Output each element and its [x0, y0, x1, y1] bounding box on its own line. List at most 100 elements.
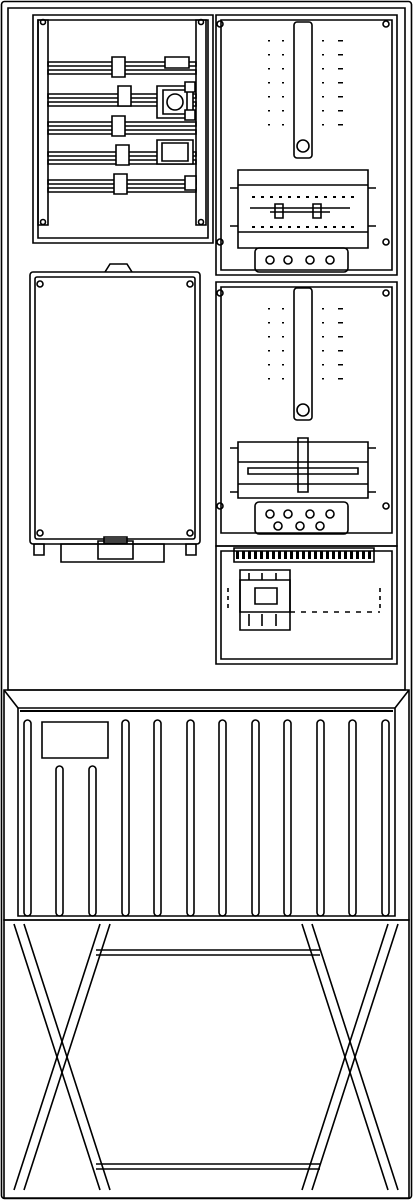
scale-tick	[282, 350, 284, 352]
scale-tick	[268, 350, 270, 352]
scale-tick	[282, 68, 284, 70]
device-label-dot	[324, 226, 327, 228]
scale-tick	[322, 124, 324, 126]
scale-tick	[322, 68, 324, 70]
device-label-dot	[351, 196, 354, 198]
fin-ventilation-panel	[4, 690, 409, 920]
terminal-tooth	[284, 551, 287, 559]
meter-device-2	[230, 438, 376, 498]
device-label-dot	[333, 226, 336, 228]
meter-panel-1	[216, 15, 397, 275]
lower-right-module	[216, 546, 397, 664]
scale-tick	[322, 110, 324, 112]
scale-tick	[338, 82, 343, 84]
left-enclosure	[30, 264, 200, 562]
terminal-strip	[234, 548, 374, 562]
scale-tick	[268, 322, 270, 324]
scale-tick	[282, 124, 284, 126]
meter-terminal-base-1	[255, 248, 348, 272]
scale-tick	[322, 82, 324, 84]
device-label-dot	[306, 196, 309, 198]
terminal-tooth	[272, 551, 275, 559]
terminal-tooth	[350, 551, 353, 559]
terminal-tooth	[320, 551, 323, 559]
scale-tick	[322, 322, 324, 324]
terminal-tooth	[362, 551, 365, 559]
scale-tick	[282, 336, 284, 338]
device-label-dot	[342, 196, 345, 198]
scale-tick	[282, 82, 284, 84]
meter-panel-2	[216, 282, 397, 546]
scale-marks	[236, 40, 371, 559]
scale-tick	[282, 96, 284, 98]
scale-tick	[268, 110, 270, 112]
meter-device-1	[230, 170, 376, 248]
scale-tick	[322, 364, 324, 366]
scale-tick	[322, 54, 324, 56]
terminal-tooth	[248, 551, 251, 559]
terminal-tooth	[344, 551, 347, 559]
terminal-tooth	[290, 551, 293, 559]
scale-tick	[322, 308, 324, 310]
scale-tick	[322, 336, 324, 338]
busbar-module	[33, 15, 213, 243]
meter-support-rod-1	[294, 22, 312, 158]
scale-tick	[268, 378, 270, 380]
terminal-tooth	[254, 551, 257, 559]
scale-tick	[338, 54, 343, 56]
device-label-dot	[324, 196, 327, 198]
device-label-dot	[342, 226, 345, 228]
scale-tick	[322, 350, 324, 352]
scale-tick	[268, 336, 270, 338]
relay-device	[240, 570, 290, 630]
meter-support-rod-2	[294, 288, 312, 420]
device-label-dot	[315, 196, 318, 198]
scale-tick	[268, 124, 270, 126]
device-label-dot	[288, 196, 291, 198]
terminal-tooth	[326, 551, 329, 559]
meter-terminal-base-2	[255, 502, 348, 534]
device-label-dot	[270, 196, 273, 198]
scale-tick	[338, 364, 343, 366]
scale-tick	[338, 110, 343, 112]
scale-tick	[282, 110, 284, 112]
ventilation-fins	[24, 720, 389, 916]
device-label-dot	[252, 226, 255, 228]
pedestal-base	[4, 920, 409, 1198]
scale-tick	[268, 40, 270, 42]
device-label-dot	[252, 196, 255, 198]
scale-tick	[282, 308, 284, 310]
scale-tick	[338, 96, 343, 98]
scale-tick	[268, 364, 270, 366]
scale-tick	[338, 350, 343, 352]
terminal-tooth	[236, 551, 239, 559]
scale-tick	[268, 54, 270, 56]
terminal-tooth	[260, 551, 263, 559]
device-label-dot	[279, 196, 282, 198]
main-switch	[157, 82, 195, 120]
terminal-tooth	[266, 551, 269, 559]
device-label-dot	[261, 226, 264, 228]
scale-tick	[282, 40, 284, 42]
terminal-block	[157, 140, 193, 164]
terminal-tooth	[314, 551, 317, 559]
terminal-tooth	[356, 551, 359, 559]
device-label-dot	[270, 226, 273, 228]
scale-tick	[282, 54, 284, 56]
busbar-clamps	[112, 57, 196, 194]
scale-tick	[282, 378, 284, 380]
device-label-dot	[288, 226, 291, 228]
device-label-dot	[261, 196, 264, 198]
terminal-tooth	[296, 551, 299, 559]
terminal-tooth	[368, 551, 371, 559]
scale-tick	[282, 322, 284, 324]
scale-tick	[338, 336, 343, 338]
terminal-tooth	[338, 551, 341, 559]
terminal-tooth	[278, 551, 281, 559]
scale-tick	[268, 96, 270, 98]
device-label-dot	[297, 226, 300, 228]
scale-tick	[338, 68, 343, 70]
scale-tick	[338, 322, 343, 324]
device-label-dot	[297, 196, 300, 198]
